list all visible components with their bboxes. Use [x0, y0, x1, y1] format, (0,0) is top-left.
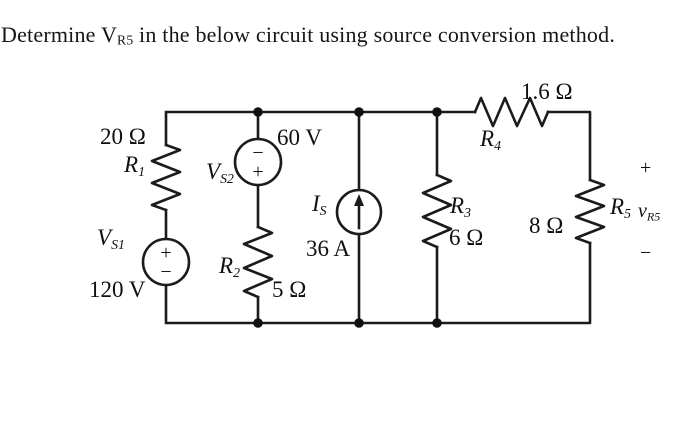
node-dot [432, 318, 442, 328]
label-vs2-value: 60 V [277, 125, 322, 150]
node-dot [432, 107, 442, 117]
r5-symbol: R [610, 194, 625, 219]
r3-subscript: 3 [464, 204, 471, 220]
label-r4-value: 1.6 Ω [521, 79, 573, 104]
resistor-r1 [150, 143, 182, 212]
node-dot [253, 318, 263, 328]
label-r4: R4 [480, 127, 501, 153]
voltage-source-vs1 [141, 237, 191, 287]
node-dot [253, 107, 263, 117]
label-vs1: VS1 [97, 226, 125, 252]
vs2-subscript: S2 [220, 170, 234, 186]
resistor-r5 [574, 178, 606, 245]
label-vr5: vR5 [638, 201, 660, 222]
label-r5-value: 8 Ω [529, 213, 564, 238]
node-dot [354, 107, 364, 117]
resistor-r2 [242, 225, 274, 299]
label-is-value: 36 A [306, 236, 351, 261]
r1-subscript: 1 [138, 163, 145, 179]
label-r2: R2 [219, 254, 240, 280]
question-title: Determine VR5 in the below circuit using… [1, 22, 615, 49]
label-r5: R5 [610, 195, 631, 221]
r3-symbol: R [450, 193, 465, 218]
current-arrow-head-icon [354, 194, 364, 206]
vs1-plus-sign: + [160, 242, 172, 264]
is-symbol: I [312, 191, 320, 216]
label-r3-value: 6 Ω [449, 225, 484, 250]
wire-set [164, 110, 592, 325]
title-prefix: Determine V [1, 22, 118, 47]
label-r2-value: 5 Ω [272, 277, 307, 302]
r4-subscript: 4 [494, 137, 501, 153]
label-vs1-value: 120 V [89, 277, 146, 302]
r5-subscript: 5 [624, 205, 631, 221]
vs2-plus-sign: + [252, 161, 264, 183]
vs1-minus-sign: − [160, 261, 172, 283]
r4-symbol: R [480, 126, 495, 151]
voltage-source-vs2 [233, 137, 283, 187]
r1-symbol: R [124, 152, 139, 177]
label-r1-value: 20 Ω [100, 124, 146, 149]
r2-symbol: R [219, 253, 234, 278]
label-r3: R3 [450, 194, 471, 220]
vs2-minus-sign: − [252, 142, 264, 164]
title-suffix: in the below circuit using source conver… [133, 22, 616, 47]
vs1-symbol: V [97, 225, 112, 250]
node-dots [253, 107, 442, 328]
clipped-text-fragment: ··· [415, 0, 444, 11]
label-vs2: VS2 [206, 160, 234, 186]
vs2-symbol: V [206, 159, 221, 184]
vr5-minus-sign: − [640, 242, 652, 264]
resistor-r4 [473, 96, 550, 128]
vr5-plus-sign: + [640, 157, 652, 179]
title-subscript: R5 [117, 32, 134, 48]
vr5-symbol: v [638, 200, 647, 222]
clipped-text-fragment: ··· [287, 0, 316, 11]
is-subscript: S [319, 202, 327, 218]
label-is: IS [312, 192, 327, 218]
vs1-subscript: S1 [111, 236, 125, 252]
resistor-r3 [421, 173, 453, 249]
r2-subscript: 2 [233, 264, 240, 280]
label-r1: R1 [124, 153, 145, 179]
vr5-subscript: R5 [646, 209, 661, 224]
node-dot [354, 318, 364, 328]
